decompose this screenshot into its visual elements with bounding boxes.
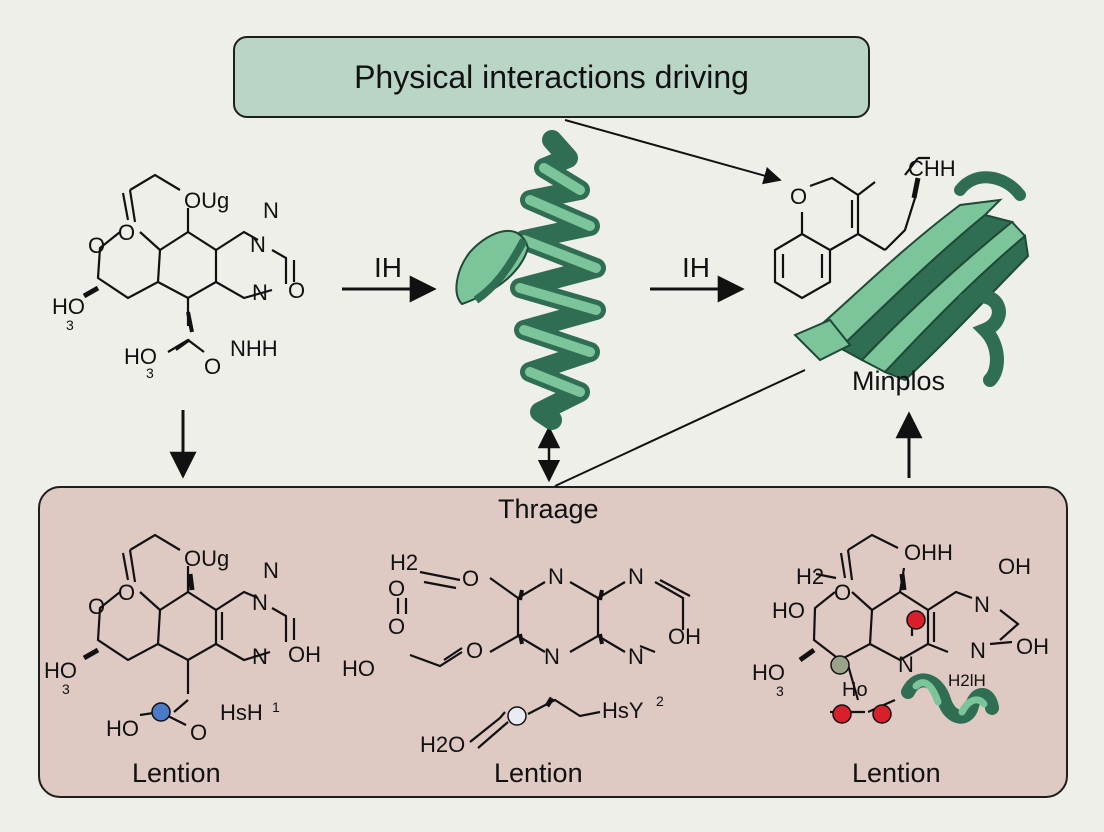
title-box: Physical interactions driving <box>233 36 870 118</box>
atom: NHH <box>230 336 278 361</box>
panel-to-product-line <box>554 369 806 487</box>
atom: Ho <box>842 679 868 701</box>
atom: OUg <box>184 546 230 571</box>
atom: HsH <box>220 700 263 725</box>
atom: HO <box>44 658 77 683</box>
atom-subscript: 3 <box>66 317 74 333</box>
atom-superscript: 1 <box>272 699 280 715</box>
atom: HO <box>124 344 157 369</box>
atom: N <box>548 564 564 589</box>
atom: O <box>88 594 106 619</box>
atom: H2lH <box>948 671 986 690</box>
atom: H2O <box>420 732 466 757</box>
atom: HO <box>52 294 85 319</box>
atom-subscript: 3 <box>776 683 784 699</box>
atom-subscript: 3 <box>146 365 154 381</box>
reaction-arrow-2-label: IH <box>682 252 710 283</box>
atom: N <box>252 644 268 669</box>
atom: HsY <box>602 698 644 723</box>
atom: N <box>974 592 990 617</box>
atom: O <box>118 220 136 245</box>
atom: OUg <box>184 188 230 213</box>
atom: N <box>250 232 266 257</box>
atom: N <box>252 590 268 615</box>
atom: OH <box>998 554 1031 579</box>
title-to-product-arrow <box>564 119 782 185</box>
atom: HO <box>106 716 139 741</box>
caption-right: Lention <box>852 758 941 788</box>
atom: O <box>204 354 222 379</box>
atom-subscript: 3 <box>62 681 70 697</box>
atom: O <box>834 580 852 605</box>
atom: O <box>88 233 106 258</box>
atom: OH <box>1016 634 1049 659</box>
atom: O <box>190 720 208 745</box>
atom: HO <box>772 598 805 623</box>
product-label: Minplos <box>852 366 946 396</box>
atom: O <box>118 580 136 605</box>
atom: CHH <box>908 156 956 181</box>
atom: O <box>790 184 808 209</box>
atom-superscript: 2 <box>656 693 664 709</box>
atom: HO <box>342 656 375 681</box>
caption-left: Lention <box>132 758 221 788</box>
atom: OH <box>668 624 701 649</box>
atom: O <box>388 576 406 601</box>
reaction-arrow-1-label: IH <box>374 252 402 283</box>
atom: H2 <box>796 564 825 589</box>
diagram-title: Physical interactions driving <box>354 58 749 95</box>
atom: N <box>970 638 986 663</box>
atom: HO <box>752 660 785 685</box>
bottom-panel <box>38 486 1068 798</box>
atom: N <box>628 644 644 669</box>
atom: N <box>252 280 268 305</box>
atom: N <box>628 564 644 589</box>
atom: N <box>544 644 560 669</box>
atom: O <box>388 614 406 639</box>
atom: O <box>288 278 306 303</box>
atom: O <box>466 638 484 663</box>
atom: N <box>263 198 279 223</box>
caption-middle: Lention <box>494 758 583 788</box>
atom: N <box>263 558 279 583</box>
atom: N <box>898 652 914 677</box>
atom: O <box>462 566 480 591</box>
atom: OHH <box>904 540 953 565</box>
atom: H2 <box>390 550 419 575</box>
panel-title: Thraage <box>498 494 599 524</box>
atom: OH <box>288 642 321 667</box>
